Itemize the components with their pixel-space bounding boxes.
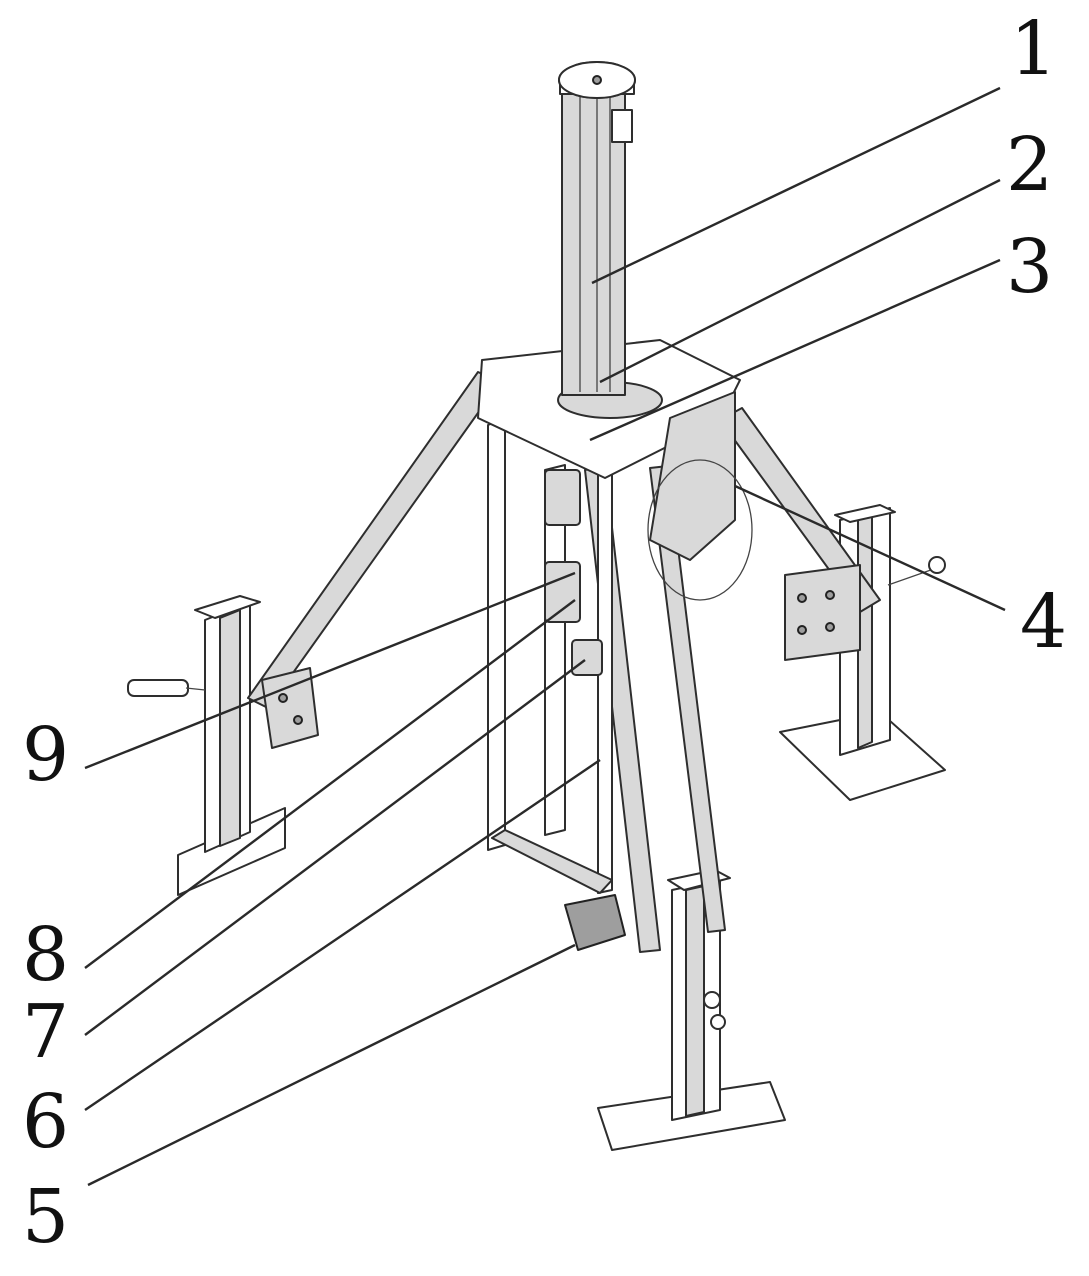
callout-label-2: 2 — [1006, 122, 1054, 208]
leader-line-3 — [589, 258, 1001, 442]
mounting-brackets — [261, 469, 861, 749]
callout-label-3: 3 — [1006, 224, 1054, 310]
leader-line-1 — [591, 86, 1001, 285]
left-support-jack — [127, 595, 286, 896]
callout-label-8: 8 — [22, 912, 70, 998]
leader-line-9 — [84, 571, 576, 770]
callout-label-6: 6 — [22, 1079, 70, 1165]
front-support-jack — [597, 869, 786, 1151]
callout-label-4: 4 — [1020, 579, 1068, 665]
leader-line-8 — [84, 599, 576, 969]
callout-label-1: 1 — [1010, 6, 1058, 92]
leader-line-7 — [84, 659, 586, 1036]
leader-line-4 — [734, 484, 1006, 612]
callout-label-7: 7 — [22, 989, 70, 1075]
leader-line-5 — [87, 943, 576, 1187]
leader-line-2 — [599, 178, 1001, 384]
callout-label-9: 9 — [22, 712, 70, 798]
leader-lines — [84, 86, 1006, 1187]
vertical-column — [558, 61, 636, 396]
callout-label-5: 5 — [22, 1174, 70, 1260]
top-hub-plate — [477, 339, 753, 601]
leader-line-6 — [84, 759, 601, 1111]
right-support-jack — [779, 504, 946, 801]
